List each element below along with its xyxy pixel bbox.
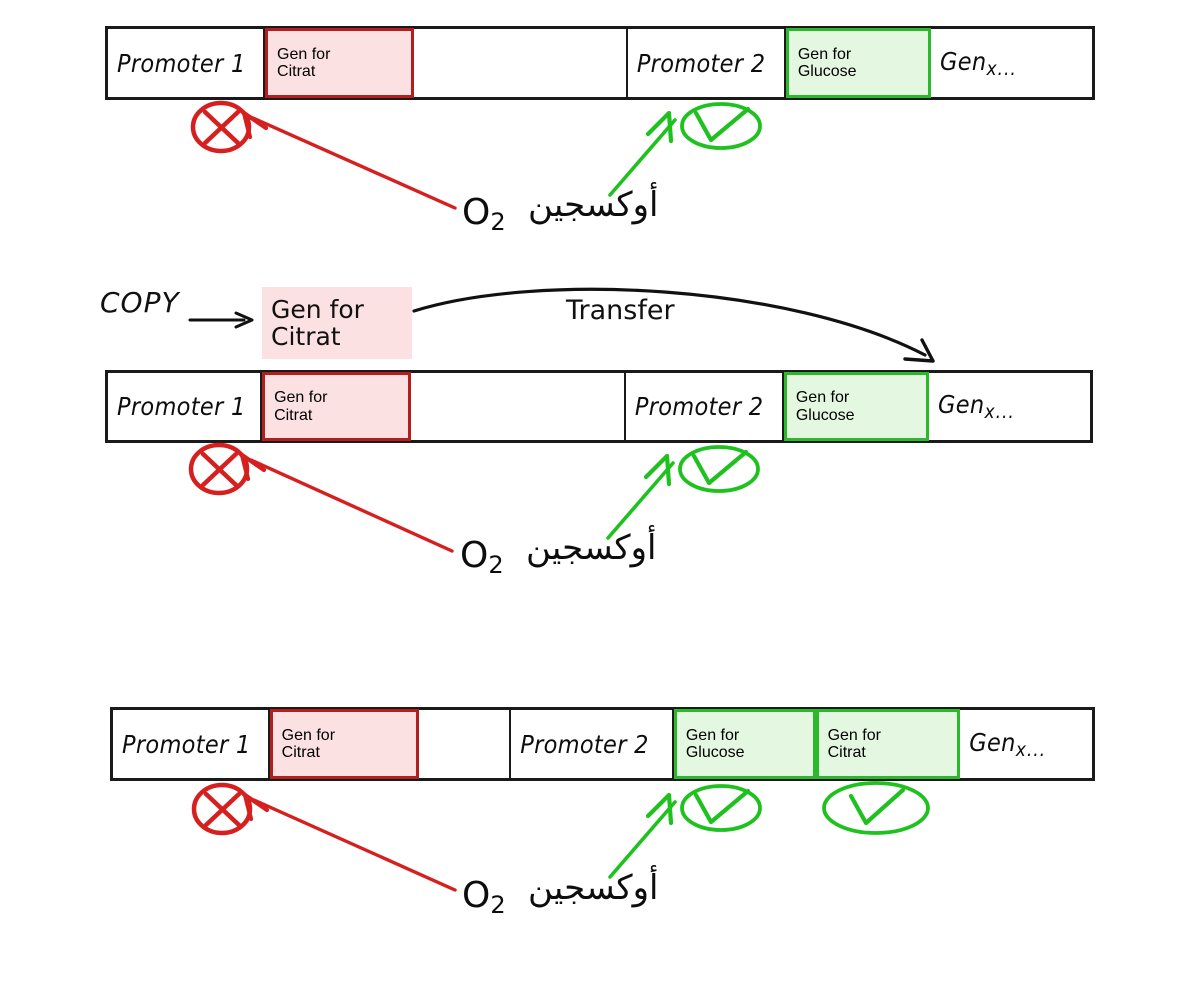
oxygen-activates-promoter-arrow-row-1 (608, 110, 677, 197)
gen-for-glucose-line-1: Gen for (797, 45, 852, 63)
o2-annotation-row-3: O2 (462, 875, 506, 919)
promoter-2-cell: Promoter 2 (511, 710, 674, 778)
gen-x-sub: x... (1015, 738, 1047, 761)
gen-for-glucose-line-2: Glucose (797, 63, 857, 80)
promoter-1-cell: Promoter 1 (108, 29, 266, 97)
gen-for-citrat-line-1: Gen for (277, 45, 331, 63)
gen-for-glucose-label: Gen for Glucose (796, 389, 855, 424)
gen-x-label: Genx... (938, 390, 1015, 423)
gen-x-label: Genx... (940, 47, 1017, 80)
transfer-label: Transfer (566, 295, 675, 326)
gen-x-cell: Genx... (931, 29, 1092, 97)
check-mark-row-2 (678, 445, 760, 493)
gen-for-citrat-line-2: Citrat (277, 63, 316, 80)
gen-x-label: Genx... (969, 728, 1046, 761)
promoter-1-label: Promoter 1 (117, 48, 246, 78)
gen-for-citrat-label: Gen for Citrat (274, 389, 327, 424)
gen-for-citrat-cell: Gen for Citrat (265, 28, 415, 98)
gen-x-sub: x... (984, 401, 1015, 423)
o2-main: O (460, 535, 489, 576)
oxygen-blocks-promoter-arrow-row-2 (239, 452, 454, 553)
spacer-cell (411, 373, 626, 440)
gen-for-citrat-cell: Gen for Citrat (262, 372, 412, 441)
oxygen-arabic-label-row-1: أوكسجين (528, 185, 659, 225)
copy-arrow (188, 311, 254, 329)
o2-sub: 2 (490, 891, 506, 919)
gen-for-citrat-moved-label: Gen for Citrat (828, 727, 881, 762)
gen-for-citrat-label: Gen for Citrat (282, 727, 335, 762)
gen-for-citrat-cell: Gen for Citrat (269, 709, 420, 779)
promoter-1-cell: Promoter 1 (108, 373, 263, 440)
gen-for-glucose-cell: Gen for Glucose (783, 372, 930, 441)
gen-for-glucose-label: Gen for Glucose (798, 46, 857, 81)
gen-for-citrat-line-2: Citrat (274, 406, 313, 424)
gene-row-1: Promoter 1 Gen for Citrat Promoter 2 Gen… (105, 26, 1095, 100)
gen-for-glucose-line-1: Gen for (795, 389, 850, 407)
gen-for-glucose-line-2: Glucose (685, 744, 745, 761)
o2-sub: 2 (490, 208, 506, 236)
copied-gene-line-1: Gen for (271, 295, 364, 324)
promoter-2-label: Promoter 2 (520, 729, 649, 759)
check-mark-row-1 (680, 102, 762, 150)
gen-for-citrat-moved-cell: Gen for Citrat (815, 709, 961, 779)
o2-main: O (462, 875, 491, 916)
gen-for-glucose-cell: Gen for Glucose (673, 709, 816, 779)
gen-for-citrat-line-1: Gen for (274, 389, 328, 407)
promoter-2-label: Promoter 2 (634, 392, 764, 421)
gen-for-glucose-label: Gen for Glucose (686, 727, 745, 762)
gen-x-main: Gen (938, 390, 985, 419)
gen-for-citrat-line-2: Citrat (281, 744, 320, 761)
cross-mark-row-3 (191, 782, 253, 836)
o2-sub: 2 (488, 551, 504, 579)
copy-label: COPY (100, 286, 180, 319)
o2-annotation-row-2: O2 (460, 535, 504, 579)
gen-for-glucose-line-2: Glucose (795, 406, 855, 424)
promoter-2-label: Promoter 2 (636, 48, 766, 78)
promoter-1-cell: Promoter 1 (113, 710, 270, 778)
gen-for-citrat-line-1: Gen for (281, 726, 336, 744)
oxygen-blocks-promoter-arrow-row-3 (242, 792, 457, 892)
check-mark-citrat-row-3 (822, 781, 930, 835)
gene-row-3: Promoter 1 Gen for Citrat Promoter 2 Gen… (110, 707, 1095, 781)
copied-gene-box: Gen for Citrat (262, 287, 412, 359)
gen-for-citrat-moved-line-2: Citrat (827, 744, 866, 761)
gen-for-citrat-label: Gen for Citrat (277, 46, 330, 81)
gene-row-2: Promoter 1 Gen for Citrat Promoter 2 Gen… (105, 370, 1093, 443)
oxygen-activates-promoter-arrow-row-2 (606, 453, 675, 540)
gen-for-glucose-line-1: Gen for (685, 726, 740, 744)
promoter-2-cell: Promoter 2 (627, 29, 786, 97)
cross-mark-row-1 (190, 100, 252, 154)
cross-mark-row-2 (188, 442, 250, 496)
o2-main: O (462, 192, 491, 233)
gen-x-cell: Genx... (929, 373, 1091, 440)
gen-x-main: Gen (940, 46, 987, 76)
oxygen-arabic-label-row-3: أوكسجين (528, 868, 659, 908)
gen-for-glucose-cell: Gen for Glucose (785, 28, 931, 98)
spacer-cell (414, 29, 628, 97)
promoter-1-label: Promoter 1 (117, 392, 246, 421)
gen-x-sub: x... (986, 57, 1017, 80)
gen-x-main: Gen (969, 727, 1016, 757)
check-mark-glucose-row-3 (680, 784, 762, 832)
oxygen-arabic-label-row-2: أوكسجين (526, 528, 657, 568)
oxygen-blocks-promoter-arrow-row-1 (241, 110, 457, 210)
spacer-cell (419, 710, 512, 778)
oxygen-activates-promoter-arrow-row-3 (608, 792, 677, 879)
promoter-1-label: Promoter 1 (122, 729, 251, 759)
gen-x-cell: Genx... (960, 710, 1092, 778)
o2-annotation-row-1: O2 (462, 192, 506, 236)
copied-gene-line-2: Citrat (271, 322, 341, 351)
gen-for-citrat-moved-line-1: Gen for (827, 726, 881, 744)
copied-gene-label: Gen for Citrat (271, 296, 364, 350)
promoter-2-cell: Promoter 2 (625, 373, 784, 440)
